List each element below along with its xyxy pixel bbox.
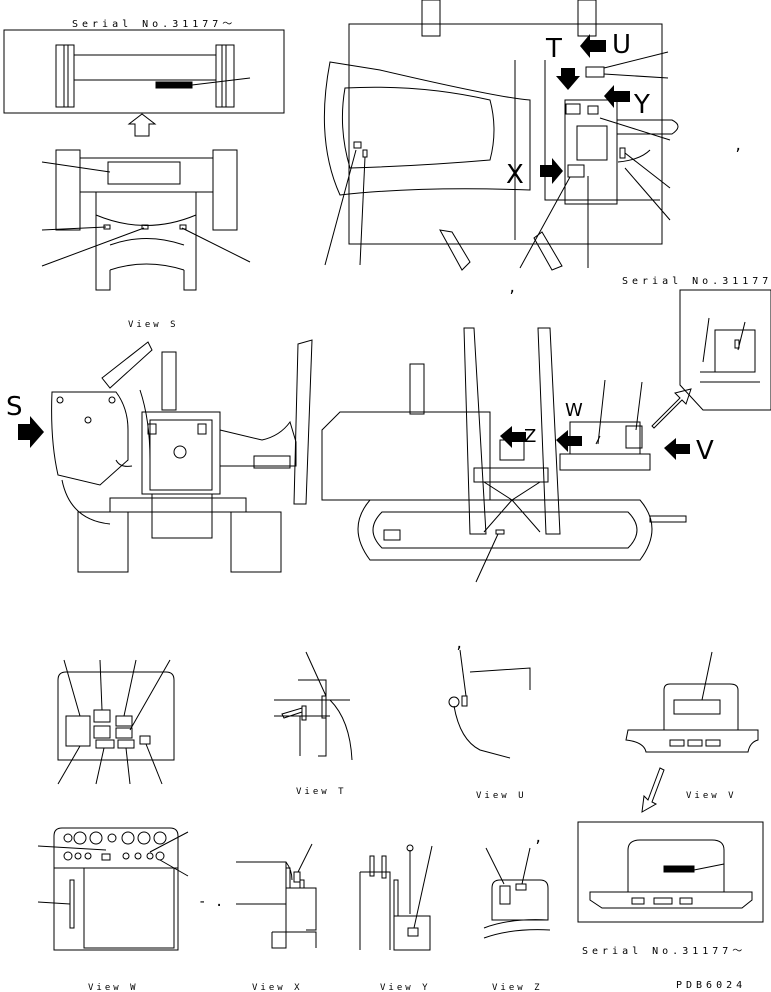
arrow-u[interactable] xyxy=(580,34,606,58)
callout-arrow-v xyxy=(641,767,665,813)
komatsu-logo-plate xyxy=(155,81,193,89)
drawing-number: PDB6024 xyxy=(676,980,747,991)
arrow-label-y: Y xyxy=(634,90,650,120)
view-v-detail xyxy=(625,651,759,753)
callout-arrow-side xyxy=(651,388,692,429)
arrow-t[interactable] xyxy=(556,68,580,90)
arrow-x[interactable] xyxy=(540,158,563,184)
arrow-label-z: Z xyxy=(524,426,537,447)
view-w-panel-a xyxy=(57,659,175,785)
arrow-z[interactable] xyxy=(500,426,526,448)
cab-top-view xyxy=(323,0,679,271)
detail-box-bottom-right xyxy=(577,821,764,923)
arrow-label-x: X xyxy=(506,160,524,190)
arrow-y[interactable] xyxy=(604,85,630,108)
view-x-detail xyxy=(236,843,317,949)
up-arrow xyxy=(127,113,157,137)
caption-view-u: View U xyxy=(476,791,527,801)
caption-view-x: View X xyxy=(252,983,303,992)
arrow-label-s: S xyxy=(6,392,23,422)
dash-mark: - . xyxy=(198,894,224,910)
view-t-detail xyxy=(274,651,353,761)
arrow-label-v: V xyxy=(696,436,714,466)
direction-arrows-side[interactable] xyxy=(500,426,690,460)
caption-view-w: View W xyxy=(88,983,139,992)
direction-arrows-top[interactable] xyxy=(540,34,630,184)
caption-view-y: View Y xyxy=(380,983,431,992)
arrow-label-t: T xyxy=(546,34,562,64)
comma-mark-2: , xyxy=(508,280,517,296)
arrow-v[interactable] xyxy=(664,438,690,460)
view-w-console xyxy=(37,827,189,951)
machine-rear-view xyxy=(41,149,251,291)
caption-view-t: View T xyxy=(296,787,347,797)
view-z-detail xyxy=(483,847,551,939)
caption-view-v: View V xyxy=(686,791,737,801)
serial-note-top-left: Serial No.31177～ xyxy=(72,19,237,30)
comma-mark-3: , xyxy=(455,636,464,652)
arrow-label-u: U xyxy=(612,30,632,60)
serial-note-top-right: Serial No.31177～ xyxy=(622,276,771,287)
comma-mark-1: , xyxy=(734,138,743,154)
serial-note-bottom-right: Serial No.31177～ xyxy=(582,946,747,957)
machine-front-view xyxy=(51,339,313,573)
comma-mark-4: , xyxy=(534,830,543,846)
arrow-s[interactable] xyxy=(18,416,44,448)
machine-side-view xyxy=(321,327,687,583)
view-y-detail xyxy=(359,844,433,951)
detail-box-top-left xyxy=(3,29,285,114)
caption-view-s: View S xyxy=(128,320,179,330)
arrow-w[interactable] xyxy=(556,430,582,452)
view-u-detail xyxy=(448,649,531,759)
caption-view-z: View Z xyxy=(492,983,543,992)
arrow-label-w: W xyxy=(565,400,583,421)
detail-box-side xyxy=(679,289,771,411)
